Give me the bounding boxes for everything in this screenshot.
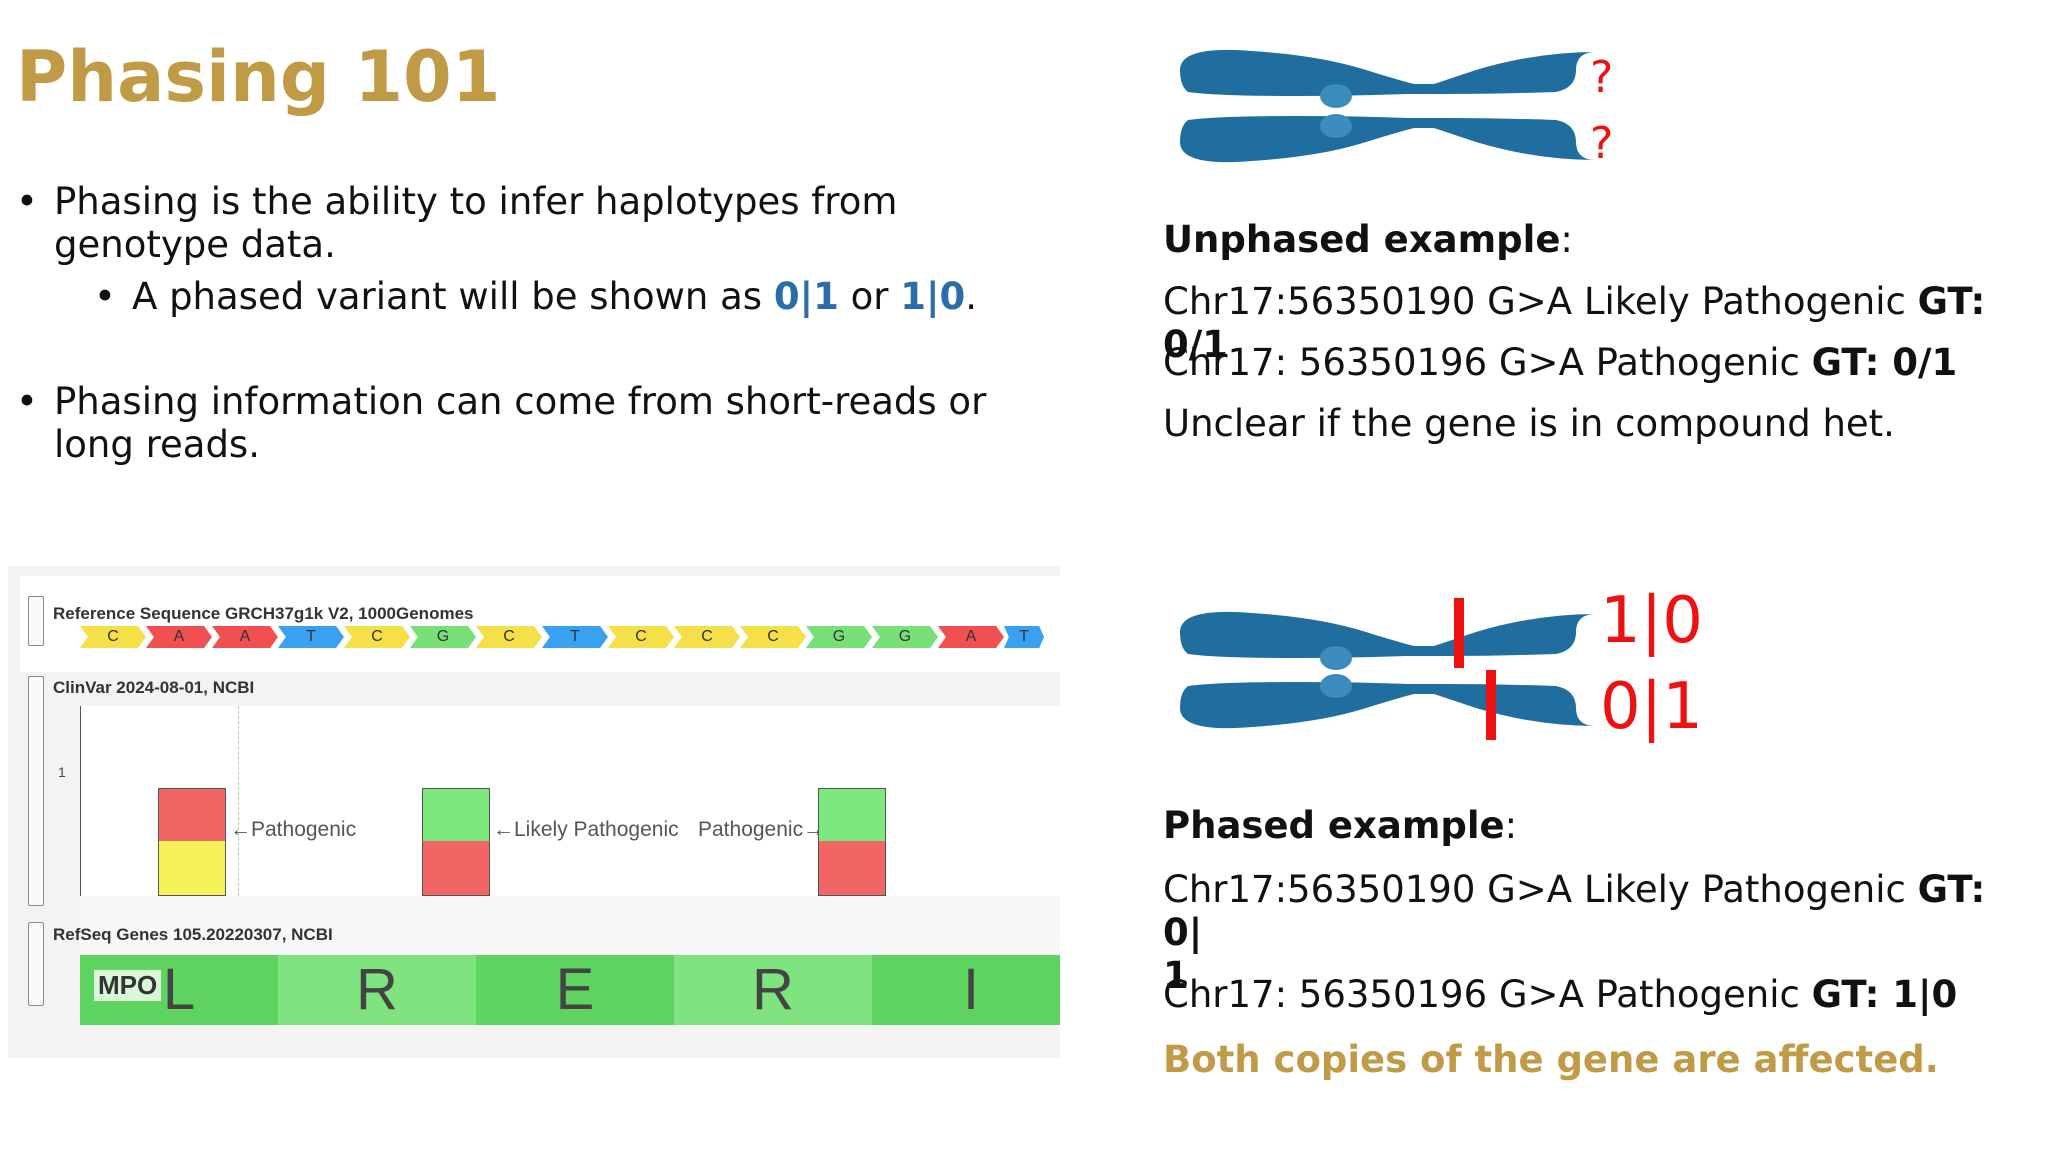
amino-acid-block — [872, 955, 1060, 1025]
variant-label: ←Pathogenic — [230, 818, 357, 841]
bullet-dot: • — [16, 380, 38, 423]
amino-acid-letter: R — [356, 957, 398, 1022]
track-handle[interactable] — [28, 676, 44, 906]
slide-title: Phasing 101 — [16, 36, 501, 118]
question-mark-bottom: ? — [1590, 118, 1614, 169]
bullet-dot: • — [16, 180, 38, 223]
reference-track-label: Reference Sequence GRCH37g1k V2, 1000Gen… — [53, 604, 474, 623]
variant-box[interactable] — [158, 788, 226, 896]
bullet-1: Phasing is the ability to infer haplotyp… — [54, 180, 898, 266]
clinvar-track-label: ClinVar 2024-08-01, NCBI — [53, 678, 255, 697]
variant-top-fill — [159, 789, 225, 841]
sub-bullet: A phased variant will be shown as 0|1 or… — [132, 275, 978, 318]
question-mark-top: ? — [1590, 52, 1614, 103]
nucleotide: A — [938, 626, 1004, 648]
amino-acid-block — [476, 955, 675, 1025]
phase-label-bottom: 0|1 — [1600, 670, 1703, 744]
amino-acid-letter: R — [752, 957, 794, 1022]
refseq-track — [80, 896, 1060, 956]
nucleotide: G — [410, 626, 476, 648]
amino-acid-block — [674, 955, 873, 1025]
track-handle[interactable] — [28, 596, 44, 646]
nucleotide: A — [146, 626, 212, 648]
variant-bottom-fill — [159, 841, 225, 895]
bullet-2: Phasing information can come from short-… — [54, 380, 987, 466]
variant-box[interactable] — [818, 788, 886, 896]
nucleotide: G — [806, 626, 872, 648]
nucleotide: C — [80, 626, 146, 648]
nucleotide: C — [674, 626, 740, 648]
phase-label-top: 1|0 — [1600, 584, 1703, 658]
nucleotide: C — [608, 626, 674, 648]
variant-top-fill — [819, 789, 885, 841]
amino-acid-block — [278, 955, 477, 1025]
amino-acid-letter: L — [162, 957, 196, 1022]
unphased-line-1: Chr17:56350190 G>A Likely Pathogenic GT:… — [1163, 280, 1986, 366]
unphased-line-2: Chr17: 56350196 G>A Pathogenic GT: 0/1 — [1163, 341, 1958, 384]
sub-bullet-dot: • — [94, 275, 116, 318]
phased-conclusion: Both copies of the gene are affected. — [1163, 1038, 1939, 1081]
nucleotide: T — [278, 626, 344, 648]
nucleotide: C — [344, 626, 410, 648]
phased-line-2: Chr17: 56350196 G>A Pathogenic GT: 1|0 — [1163, 973, 1958, 1016]
nucleotide: A — [212, 626, 278, 648]
phased-line-1: Chr17:56350190 G>A Likely Pathogenic GT:… — [1163, 868, 1986, 997]
unphased-heading: Unphased example: — [1163, 218, 1573, 261]
phased-chromosome-diagram — [1180, 598, 1596, 740]
amino-acid-letter: I — [962, 957, 980, 1022]
variant-bottom-fill — [423, 841, 489, 895]
nucleotide: C — [740, 626, 806, 648]
genome-browser-panel: Reference Sequence GRCH37g1k V2, 1000Gen… — [8, 566, 1060, 1058]
nucleotide: T — [1004, 626, 1044, 648]
y-tick-label: 1 — [58, 764, 66, 780]
track-handle[interactable] — [28, 922, 44, 1006]
nucleotide: G — [872, 626, 938, 648]
variant-marker-bottom — [1486, 670, 1496, 740]
variant-box[interactable] — [422, 788, 490, 896]
nucleotide: C — [476, 626, 542, 648]
variant-label: Pathogenic→ — [698, 818, 825, 841]
clinvar-track — [80, 706, 1060, 906]
amino-acid-letter: E — [555, 957, 595, 1022]
phased-heading: Phased example: — [1163, 804, 1518, 847]
unphased-line-3: Unclear if the gene is in compound het. — [1163, 402, 1895, 445]
nucleotide: T — [542, 626, 608, 648]
variant-top-fill — [423, 789, 489, 841]
variant-marker-top — [1454, 598, 1464, 668]
unphased-chromosome-diagram — [1180, 49, 1596, 163]
refseq-track-label: RefSeq Genes 105.20220307, NCBI — [53, 925, 333, 944]
variant-label: ←Likely Pathogenic — [493, 818, 679, 841]
variant-bottom-fill — [819, 841, 885, 895]
gene-name: MPO — [94, 970, 162, 1001]
